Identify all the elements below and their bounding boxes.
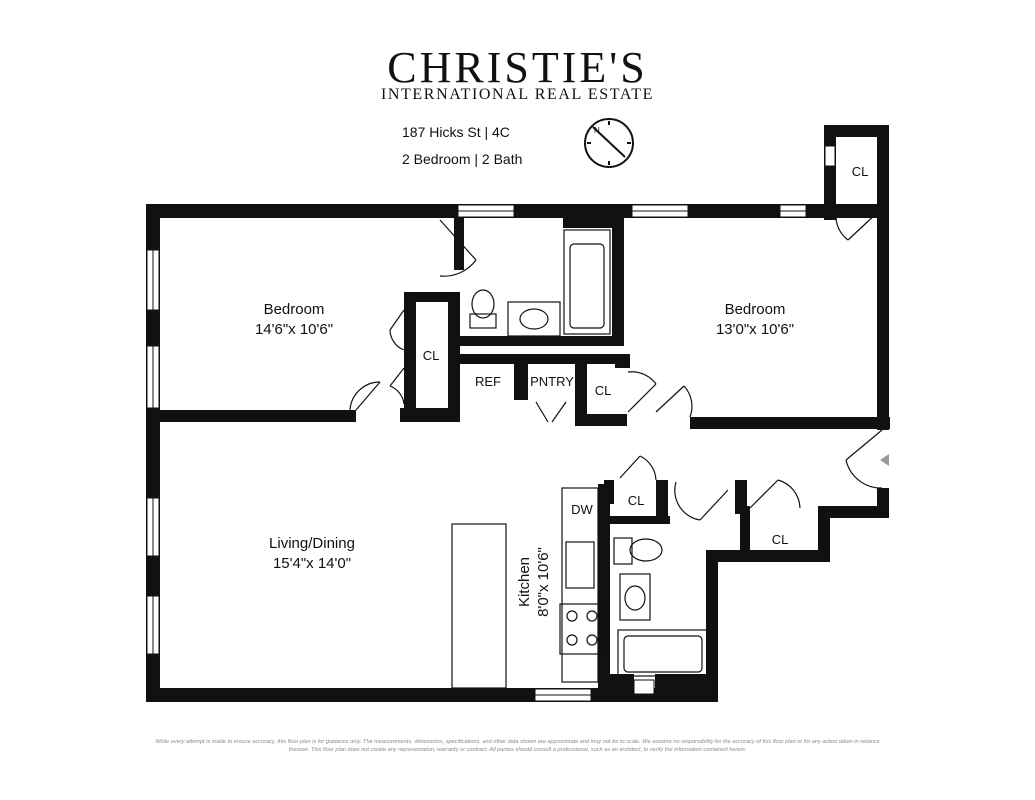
closet-label-entry: CL [772,532,789,547]
svg-text:N: N [594,126,600,135]
disclaimer: While every attempt is made to ensure ac… [155,739,880,753]
listing-address: 187 Hicks St | 4C [402,124,510,140]
bedroom-left-size: 14'6"x 10'6" [255,321,333,338]
closet-label-hall: CL [595,383,612,398]
walls [146,125,890,702]
doors [349,211,883,521]
compass-icon: N [584,118,634,168]
closet-label-top: CL [852,164,869,179]
pantry-label: PNTRY [530,374,574,389]
brand-subtitle: INTERNATIONAL REAL ESTATE [380,86,655,103]
listing-details: 2 Bedroom | 2 Bath [402,151,523,167]
brand-logo: CHRISTIE'S [387,43,648,92]
closet-label-bedroom: CL [423,348,440,363]
living-name: Living/Dining [269,535,355,552]
header: CHRISTIE'S INTERNATIONAL REAL ESTATE 187… [0,0,1035,200]
windows [146,145,836,702]
bedroom-right-name: Bedroom [725,301,786,318]
ref-label: REF [475,374,501,389]
bedroom-right-size: 13'0"x 10'6" [716,321,794,338]
entry-arrow-icon [880,454,889,466]
bedroom-left-name: Bedroom [264,301,325,318]
kitchen-size: 8'0"x 10'6" [535,547,552,617]
kitchen-name: Kitchen [516,557,533,607]
dishwasher-label: DW [571,502,593,517]
fixtures [451,229,709,689]
closet-label-kitchen: CL [628,493,645,508]
living-size: 15'4"x 14'0" [273,555,351,572]
